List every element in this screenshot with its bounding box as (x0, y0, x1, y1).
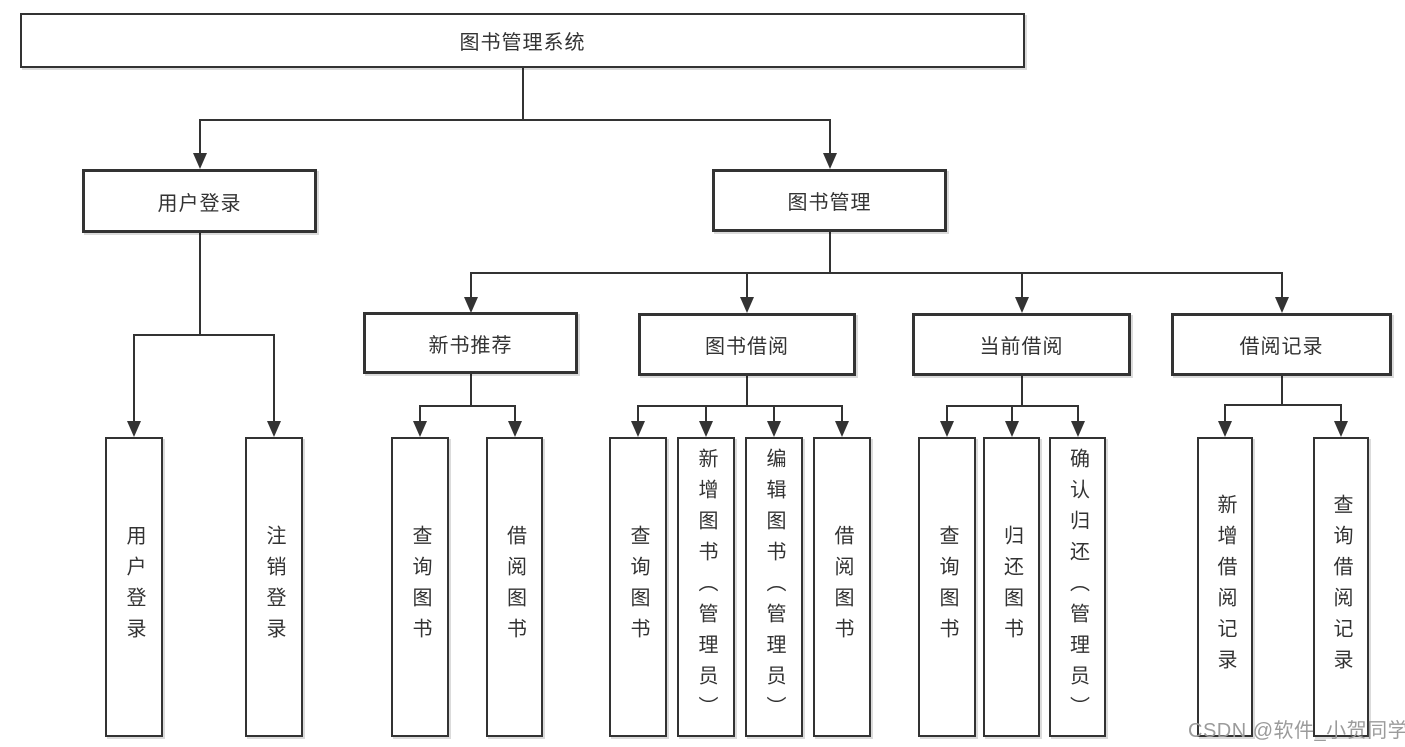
node-label: 借阅图书 (503, 525, 526, 649)
connector-line (637, 405, 843, 407)
node-label: 注销登录 (263, 525, 285, 649)
node-book-management: 图书管理 (712, 169, 947, 232)
arrow-down-icon (267, 421, 281, 437)
leaf-add-borrow-record: 新增借阅记录 (1197, 437, 1253, 737)
node-label: 查询图书 (627, 525, 649, 649)
leaf-query-books-recommend: 查询图书 (391, 437, 449, 737)
connector-line (513, 406, 516, 422)
connector-line (419, 406, 421, 422)
node-label: 借阅记录 (1239, 336, 1324, 358)
node-label: 确认归还（管理员） (1066, 447, 1089, 727)
arrow-down-icon (127, 421, 141, 437)
connector-line (1020, 273, 1023, 298)
connector-line (1224, 404, 1342, 406)
arrow-down-icon (740, 297, 754, 313)
arrow-down-icon (1004, 421, 1019, 437)
node-label: 编辑图书（管理员） (763, 447, 785, 727)
connector-line (521, 68, 524, 120)
arrow-down-icon (463, 297, 478, 313)
node-label: 当前借阅 (979, 336, 1064, 358)
arrow-down-icon (1334, 421, 1348, 437)
leaf-confirm-return-admin: 确认归还（管理员） (1049, 437, 1106, 737)
node-label: 图书借阅 (705, 336, 789, 358)
connector-line (1224, 405, 1226, 422)
leaf-query-books-current: 查询图书 (918, 437, 976, 737)
node-current-borrow: 当前借阅 (912, 313, 1131, 376)
node-borrow-record: 借阅记录 (1171, 313, 1392, 376)
connector-line (773, 406, 775, 422)
connector-line (133, 334, 275, 336)
connector-line (273, 335, 275, 422)
arrow-down-icon (413, 421, 427, 437)
leaf-borrow-books-recommend: 借阅图书 (486, 437, 543, 737)
node-label: 查询图书 (936, 525, 958, 649)
connector-line (841, 406, 843, 422)
leaf-user-login: 用户登录 (105, 437, 163, 737)
arrow-down-icon (1014, 297, 1029, 313)
leaf-logout: 注销登录 (245, 437, 303, 737)
connector-line (1020, 376, 1023, 406)
arrow-down-icon (940, 421, 954, 437)
leaf-edit-books-admin: 编辑图书（管理员） (745, 437, 803, 737)
node-label: 归还图书 (1000, 525, 1023, 649)
connector-line (198, 120, 201, 154)
arrow-down-icon (822, 153, 837, 169)
connector-line (1076, 406, 1079, 422)
connector-line (828, 120, 831, 154)
node-label: 图书管理 (787, 192, 872, 214)
connector-line (746, 273, 748, 298)
node-book-borrow: 图书借阅 (638, 313, 856, 376)
connector-line (419, 405, 516, 407)
node-label: 图书管理系统 (459, 32, 586, 54)
arrow-down-icon (1274, 297, 1289, 313)
csdn-watermark: CSDN @软件_小贺同学 (1188, 720, 1405, 742)
connector-line (705, 406, 707, 422)
leaf-return-books: 归还图书 (983, 437, 1040, 737)
connector-line (198, 233, 201, 335)
arrow-down-icon (192, 153, 207, 169)
node-user-login: 用户登录 (82, 169, 317, 233)
connector-line (198, 119, 831, 121)
arrow-down-icon (699, 421, 713, 437)
leaf-add-books-admin: 新增图书（管理员） (677, 437, 735, 737)
node-label: 新书推荐 (428, 334, 513, 357)
node-label: 借阅图书 (831, 525, 853, 649)
leaf-query-books-borrow: 查询图书 (609, 437, 667, 737)
node-label: 查询图书 (409, 525, 431, 649)
node-label: 新增图书（管理员） (695, 447, 717, 727)
connector-line (1010, 406, 1013, 422)
node-label: 用户登录 (157, 192, 242, 215)
node-new-book-recommend: 新书推荐 (363, 312, 578, 374)
node-label: 查询借阅记录 (1330, 494, 1352, 680)
arrow-down-icon (1070, 421, 1085, 437)
connector-line (133, 335, 135, 422)
node-label: 用户登录 (123, 525, 145, 649)
arrow-down-icon (507, 421, 522, 437)
node-root: 图书管理系统 (20, 13, 1025, 68)
connector-line (1280, 376, 1283, 405)
arrow-down-icon (767, 421, 781, 437)
connector-line (746, 376, 748, 406)
connector-line (828, 232, 831, 273)
leaf-query-borrow-record: 查询借阅记录 (1313, 437, 1369, 737)
connector-line (1340, 405, 1342, 422)
node-label: 新增借阅记录 (1214, 494, 1236, 680)
leaf-borrow-books: 借阅图书 (813, 437, 871, 737)
arrow-down-icon (631, 421, 645, 437)
connector-line (637, 406, 639, 422)
connector-line (469, 374, 472, 406)
connector-line (946, 406, 948, 422)
connector-line (1280, 273, 1283, 298)
arrow-down-icon (1218, 421, 1232, 437)
connector-line (469, 273, 472, 298)
arrow-down-icon (835, 421, 849, 437)
connector-line (469, 272, 1283, 274)
